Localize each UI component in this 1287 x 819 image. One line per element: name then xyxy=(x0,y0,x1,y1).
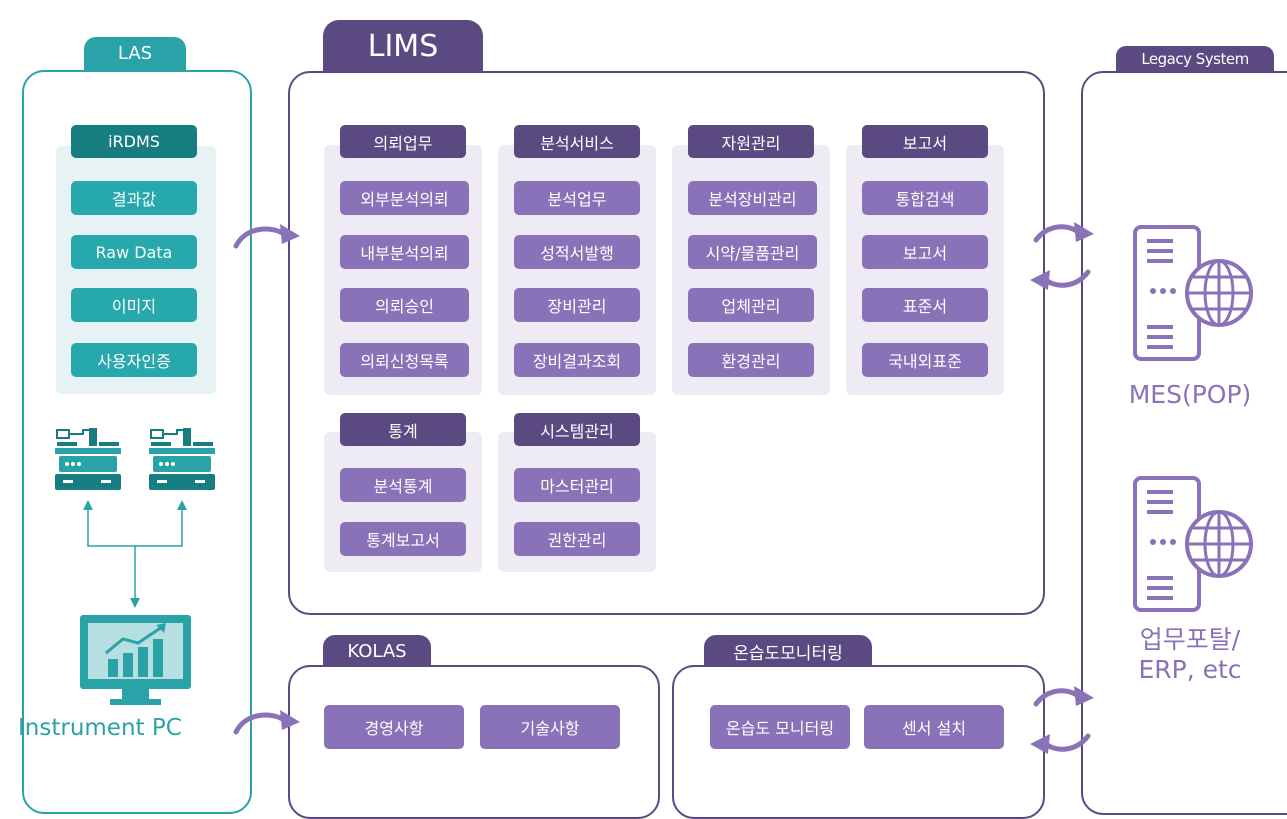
legacy-panel xyxy=(1081,71,1287,815)
irdms-item[interactable]: Raw Data xyxy=(71,235,197,269)
curved-arrow-icon xyxy=(1030,686,1094,754)
module-item[interactable]: 분석통계 xyxy=(340,468,466,502)
curved-arrow-icon xyxy=(233,710,300,735)
module-item[interactable]: 성적서발행 xyxy=(514,235,640,269)
legacy-system-label: MES(POP) xyxy=(1128,380,1252,409)
module-item[interactable]: 장비결과조회 xyxy=(514,343,640,377)
thm-item[interactable]: 온습도 모니터링 xyxy=(710,705,850,749)
module-item[interactable]: 시약/물품관리 xyxy=(688,235,817,269)
module-item[interactable]: 의뢰신청목록 xyxy=(340,343,469,377)
module-item[interactable]: 마스터관리 xyxy=(514,468,640,502)
module-item[interactable]: 분석장비관리 xyxy=(688,181,817,215)
module-item[interactable]: 분석업무 xyxy=(514,181,640,215)
instrument-connector xyxy=(83,500,187,608)
server-globe-icon xyxy=(1133,476,1253,612)
irdms-item[interactable]: 이미지 xyxy=(71,288,197,322)
module-item[interactable]: 국내외표준 xyxy=(862,343,988,377)
kolas-item[interactable]: 경영사항 xyxy=(324,705,464,749)
server-globe-icon xyxy=(1133,225,1253,361)
curved-arrow-icon xyxy=(233,224,300,249)
module-header: 의뢰업무 xyxy=(340,125,466,158)
module-item[interactable]: 표준서 xyxy=(862,288,988,322)
module-header: 분석서비스 xyxy=(514,125,640,158)
thm-item[interactable]: 센서 설치 xyxy=(864,705,1004,749)
module-item[interactable]: 권한관리 xyxy=(514,522,640,556)
legacy-system-label: 업무포탈/ ERP, etc xyxy=(1138,625,1242,684)
module-item[interactable]: 업체관리 xyxy=(688,288,814,322)
module-item[interactable]: 장비관리 xyxy=(514,288,640,322)
module-header: 자원관리 xyxy=(688,125,814,158)
module-header: 시스템관리 xyxy=(514,413,640,446)
lab-instrument-icon xyxy=(149,428,215,490)
kolas-tab: KOLAS xyxy=(323,635,431,667)
irdms-item[interactable]: 결과값 xyxy=(71,181,197,215)
irdms-header: iRDMS xyxy=(71,125,197,158)
module-item[interactable]: 통합검색 xyxy=(862,181,988,215)
las-tab: LAS xyxy=(84,37,186,70)
module-item[interactable]: 내부분석의뢰 xyxy=(340,235,469,269)
module-item[interactable]: 의뢰승인 xyxy=(340,288,469,322)
module-item[interactable]: 통계보고서 xyxy=(340,522,466,556)
irdms-item[interactable]: 사용자인증 xyxy=(71,343,197,377)
thm-tab: 온습도모니터링 xyxy=(704,635,872,667)
module-item[interactable]: 환경관리 xyxy=(688,343,814,377)
module-header: 보고서 xyxy=(862,125,988,158)
module-item[interactable]: 보고서 xyxy=(862,235,988,269)
kolas-item[interactable]: 기술사항 xyxy=(480,705,620,749)
instrument-pc-label: Instrument PC xyxy=(18,715,182,741)
monitor-chart-icon xyxy=(80,615,191,705)
module-item[interactable]: 외부분석의뢰 xyxy=(340,181,469,215)
lab-instrument-icon xyxy=(55,428,121,490)
module-header: 통계 xyxy=(340,413,466,446)
legacy-tab: Legacy System xyxy=(1116,46,1274,72)
curved-arrow-icon xyxy=(1030,222,1094,290)
lims-tab: LIMS xyxy=(323,20,483,72)
